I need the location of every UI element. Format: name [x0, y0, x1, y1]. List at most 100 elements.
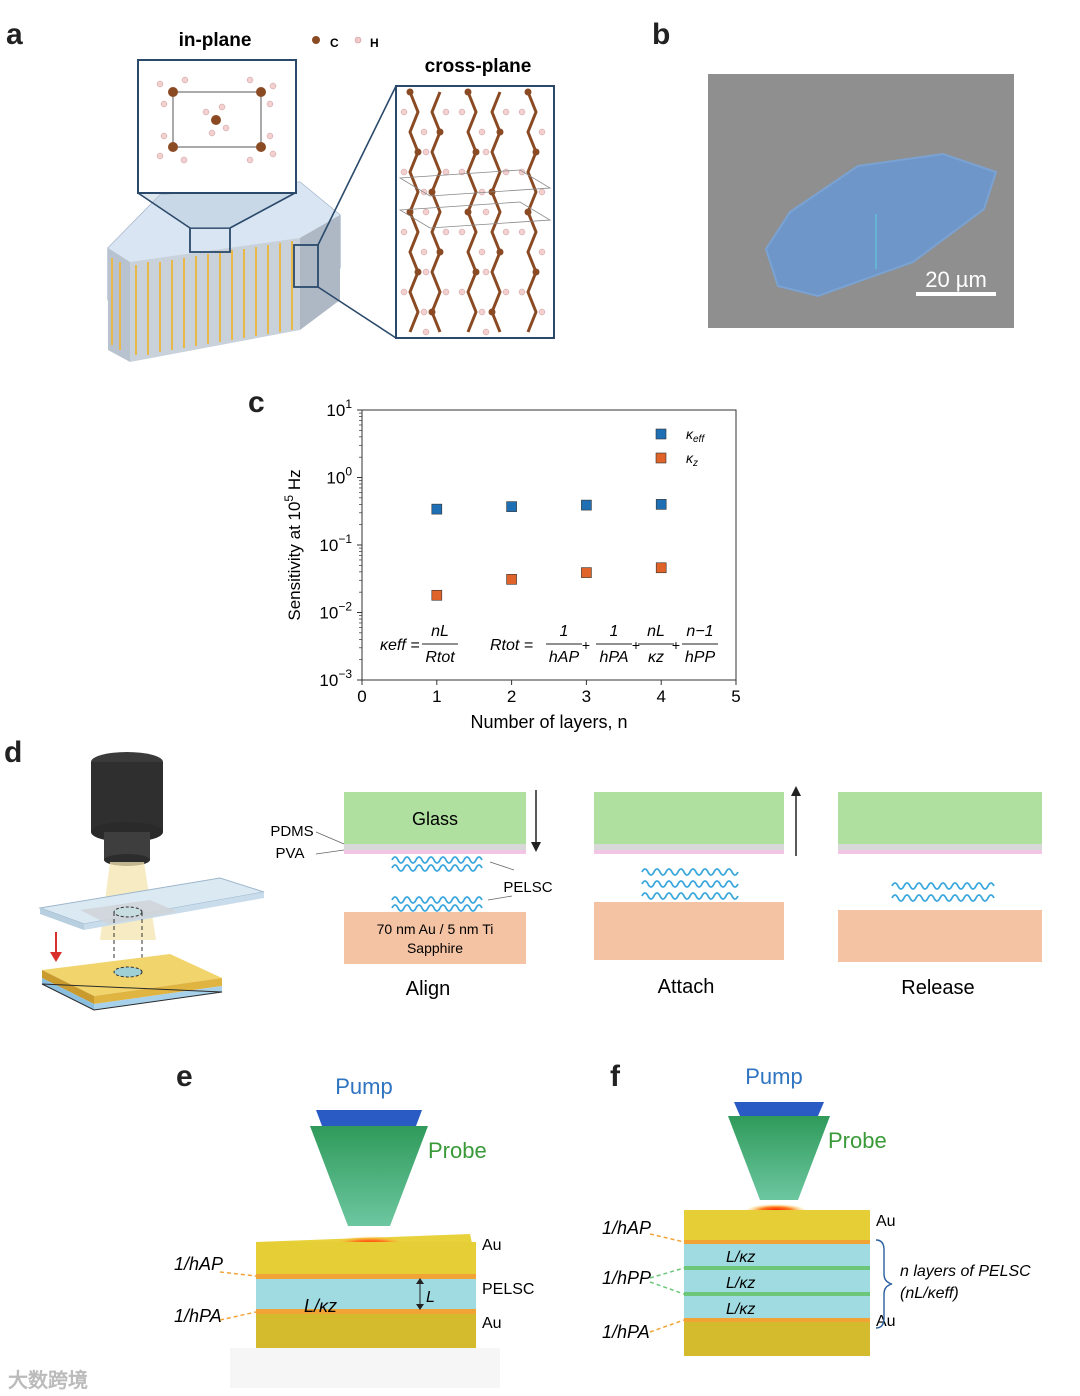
term4-den: hPP: [685, 649, 716, 666]
term2-den: hPA: [599, 649, 628, 666]
au-bottom-layer: [256, 1314, 476, 1348]
crystal-top: [108, 182, 340, 262]
crystal-flake: [764, 152, 998, 298]
hpp-label: 1/hPP: [602, 1268, 651, 1288]
panel-f-figure: Pump Probe L/κz L/κz L/κz Au Au n layers…: [602, 1064, 1031, 1356]
panel-d-figure: PDMS PVA Glass PELSC 70 nm Au / 5 nm Ti …: [38, 752, 1042, 1011]
rtot-lhs: Rtot =: [490, 637, 533, 654]
y-tick-label: 100: [326, 465, 352, 488]
probe-beam: [728, 1116, 830, 1200]
zoom-region-cross-plane: [293, 244, 319, 288]
hap-label: 1/hAP: [602, 1218, 651, 1238]
plus-3: +: [672, 637, 680, 653]
panel-letter-b: b: [652, 18, 671, 51]
au-top-layer: [684, 1210, 870, 1240]
substrate-label-2: Sapphire: [407, 940, 463, 956]
substrate-block-align: [344, 912, 526, 964]
pelsc-layer: [256, 1279, 476, 1309]
l-label: L: [426, 1289, 435, 1306]
panel-letter-a: a: [6, 18, 23, 51]
term4-num: n−1: [686, 623, 713, 640]
step-release-label: Release: [901, 977, 974, 999]
arrow-up-icon: [791, 786, 801, 796]
panel-a-figure: in-plane C H cross-plane: [107, 30, 555, 362]
data-point-keff: [506, 501, 517, 512]
arrow-down-icon: [531, 842, 541, 852]
panel-letter-f: f: [610, 1060, 620, 1093]
keff-frac-den: Rtot: [425, 649, 455, 666]
lkz-label-3: L/κz: [726, 1301, 755, 1318]
pelsc-label-e: PELSC: [482, 1281, 534, 1298]
n-layers-sub-label: (nL/κeff): [900, 1285, 959, 1302]
step-attach-label: Attach: [658, 976, 715, 998]
x-tick-label: 5: [731, 687, 740, 706]
pelsc-flake-top: [391, 856, 483, 872]
legend-marker: [655, 452, 667, 464]
y-axis-label: Sensitivity at 105 Hz: [282, 469, 304, 620]
data-point-keff: [581, 499, 592, 511]
pelsc-stack-attach: [641, 868, 739, 900]
n-layers-label: n layers of PELSC: [900, 1263, 1031, 1280]
glass-block-attach: [594, 792, 784, 844]
legend-c: C: [330, 36, 339, 50]
pelsc-layer-3: [684, 1296, 870, 1318]
pelsc-layer-1: [684, 1244, 870, 1266]
cross-plane-label: cross-plane: [425, 56, 532, 77]
carbon-dot-icon: [312, 36, 320, 44]
glass-block-release: [838, 792, 1042, 844]
probe-label: Probe: [428, 1138, 487, 1163]
legend-label: κeff: [686, 426, 705, 445]
lkz-label-1: L/κz: [726, 1249, 755, 1266]
pelsc-flake-bottom: [391, 896, 483, 912]
pump-beam: [316, 1110, 422, 1126]
pump-label: Pump: [745, 1064, 802, 1089]
au-top-layer: [256, 1242, 476, 1274]
panel-letter-c: c: [248, 386, 265, 419]
data-point-kz: [506, 574, 517, 585]
watermark: 大数跨境: [8, 1370, 88, 1392]
au-bottom-label: Au: [482, 1315, 502, 1332]
lkz-label-2: L/κz: [726, 1275, 755, 1292]
brace-icon: [875, 1239, 893, 1329]
x-tick-label: 4: [656, 687, 665, 706]
y-tick-label: 10−2: [319, 600, 352, 623]
lkz-label: L/κz: [304, 1296, 337, 1316]
data-point-keff: [431, 503, 443, 515]
legend-marker: [655, 428, 667, 440]
pdms-label: PDMS: [270, 823, 313, 840]
probe-label: Probe: [828, 1128, 887, 1153]
legend-label: κz: [686, 450, 698, 469]
panel-letter-d: d: [4, 736, 23, 769]
pelsc-label: PELSC: [503, 879, 552, 896]
in-plane-inset: [137, 59, 297, 194]
pump-beam: [734, 1102, 824, 1116]
term3-den: κz: [648, 649, 664, 666]
x-tick-label: 3: [582, 687, 591, 706]
objective-icon: [91, 762, 163, 832]
pump-label: Pump: [335, 1074, 392, 1099]
glass-label: Glass: [412, 809, 458, 829]
crystal-side-right: [300, 215, 340, 330]
au-top-label: Au: [482, 1237, 502, 1254]
panel-b-micrograph: 20 µm: [708, 74, 1014, 328]
hydrogen-dot-icon: [354, 36, 362, 44]
hpa-label: 1/hPA: [602, 1322, 650, 1342]
substrate-block-attach: [594, 902, 784, 960]
substrate-label-1: 70 nm Au / 5 nm Ti: [377, 921, 494, 937]
y-tick-label: 10−3: [319, 667, 352, 690]
pelsc-layer-2: [684, 1270, 870, 1292]
y-tick-label: 10−1: [319, 532, 352, 555]
data-point-kz: [581, 567, 592, 578]
data-point-keff: [655, 499, 667, 510]
keff-frac-num: nL: [431, 623, 449, 640]
au-top-label: Au: [876, 1213, 896, 1230]
probe-beam: [310, 1126, 428, 1226]
zoom-region-in-plane: [189, 227, 231, 253]
hap-label: 1/hAP: [174, 1254, 223, 1274]
pelsc-stack-release: [891, 882, 995, 902]
au-bottom-layer: [684, 1322, 870, 1356]
substrate-block-release: [838, 910, 1042, 962]
in-plane-label: in-plane: [179, 30, 252, 51]
term1-num: 1: [560, 623, 569, 640]
